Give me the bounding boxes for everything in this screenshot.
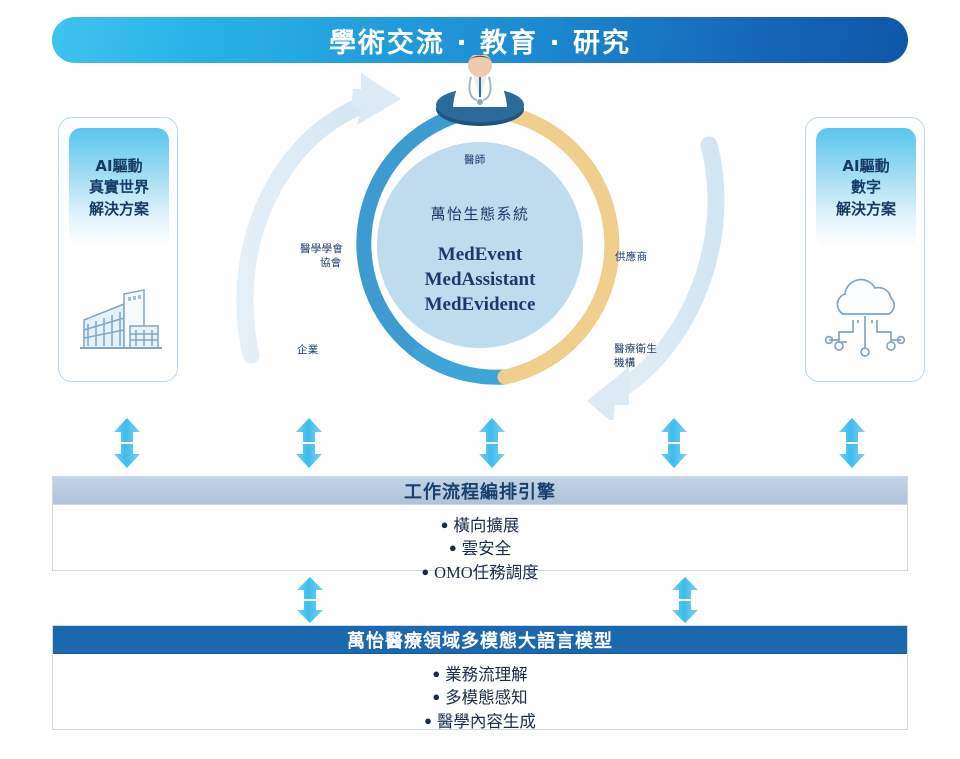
bullet-dot-icon: ●	[448, 540, 457, 556]
double-headed-arrow	[296, 577, 324, 628]
cloud-circuit-icon	[817, 268, 913, 360]
curved-arrow-left-up	[236, 73, 401, 364]
workflow-engine-header: 工作流程編排引擎	[53, 477, 907, 505]
right-panel-line-3: 解決方案	[835, 199, 896, 218]
llm-panel-title: 萬怡醫療領域多模態大語言模型	[347, 630, 613, 652]
ecosystem-products: MedEvent MedAssistant MedEvidence	[215, 242, 745, 317]
ecosystem-hub: 醫師 供應商 醫療衛生 機構 企業 醫學學會 協會 萬怡生態系統 MedEven…	[215, 55, 745, 420]
bullet-dot-icon: ●	[424, 712, 432, 728]
bullet-dot-icon: ●	[432, 666, 441, 681]
node-label-society-line1: 醫學學會	[300, 243, 344, 255]
workflow-engine-title: 工作流程編排引擎	[404, 481, 556, 503]
double-headed-arrow	[660, 418, 688, 473]
left-side-panel: AI驅動 真實世界 解決方案	[58, 117, 178, 382]
llm-bullet-2: ●多模態感知	[432, 688, 528, 708]
double-headed-arrow	[295, 418, 323, 473]
node-label-healthcare-line1: 醫療衛生	[614, 343, 658, 355]
right-side-panel-heading: AI驅動 數字 解決方案	[816, 128, 916, 248]
ecosystem-diagram	[236, 55, 725, 420]
node-label-supplier: 供應商	[615, 251, 648, 263]
double-headed-arrow	[113, 418, 141, 473]
llm-panel: 萬怡醫療領域多模態大語言模型 ●業務流理解 ●多模態感知 ●醫學內容生成	[52, 625, 908, 731]
left-side-panel-heading: AI驅動 真實世界 解決方案	[69, 128, 169, 248]
right-panel-line-2: 數字	[850, 178, 881, 197]
node-label-society-line2: 協會	[320, 257, 342, 269]
llm-bullet-1: ●業務流理解	[432, 665, 528, 684]
llm-panel-header: 萬怡醫療領域多模態大語言模型	[53, 626, 907, 654]
ecosystem-ring	[356, 102, 620, 385]
workflow-bullet-2: ●雲安全	[448, 539, 512, 559]
right-panel-line-1: AI驅動	[842, 157, 890, 176]
office-building-icon	[70, 268, 166, 360]
bullet-dot-icon: ●	[440, 517, 449, 532]
double-headed-arrow	[671, 577, 699, 628]
right-side-panel: AI驅動 數字 解決方案	[805, 117, 925, 382]
ecosystem-inner-circle	[377, 142, 583, 348]
left-panel-line-2: 真實世界	[88, 178, 149, 197]
double-headed-arrow	[838, 418, 866, 473]
ecosystem-center-title: 萬怡生態系統	[430, 205, 530, 223]
workflow-engine-body: ●橫向擴展 ●雲安全 ●OMO任務調度	[53, 505, 907, 595]
node-label-healthcare-line2: 機構	[614, 357, 636, 369]
top-banner-title: 學術交流 · 教育 · 研究	[328, 27, 632, 59]
workflow-bullet-3: ●OMO任務調度	[421, 562, 539, 582]
product-medevidence: MedEvidence	[424, 294, 536, 316]
double-headed-arrow	[478, 418, 506, 473]
curved-arrow-right-down	[587, 136, 725, 420]
llm-panel-body: ●業務流理解 ●多模態感知 ●醫學內容生成	[53, 654, 907, 744]
llm-bullet-3: ●醫學內容生成	[424, 711, 536, 731]
product-medevent: MedEvent	[437, 244, 523, 265]
workflow-engine-panel: 工作流程編排引擎 ●橫向擴展 ●雲安全 ●OMO任務調度	[52, 476, 908, 582]
left-panel-line-1: AI驅動	[95, 157, 143, 176]
workflow-bullet-1: ●橫向擴展	[440, 516, 520, 535]
left-panel-line-3: 解決方案	[88, 199, 149, 218]
product-medassistant: MedAssistant	[424, 269, 536, 291]
node-label-enterprise: 企業	[297, 344, 319, 356]
bullet-dot-icon: ●	[432, 689, 441, 705]
node-doctor	[436, 55, 524, 126]
bullet-dot-icon: ●	[421, 563, 430, 579]
node-label-doctor: 醫師	[464, 154, 486, 166]
